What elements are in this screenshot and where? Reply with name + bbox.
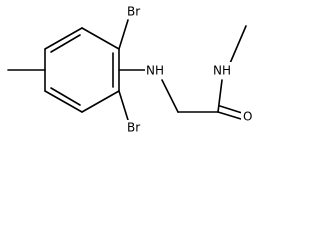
nh-methyl-bond	[227, 25, 247, 69]
amide-nh-label: NH	[213, 64, 231, 78]
label-mask-br-top	[126, 3, 148, 19]
ring-double-bond-2	[50, 87, 81, 106]
carbonyl-oxygen-label: O	[243, 110, 252, 124]
chemical-structure-diagram: Br Br NH NH O	[7, 3, 255, 136]
label-mask-nh-amine	[145, 62, 167, 78]
bromine-top-label: Br	[127, 5, 140, 19]
ring-double-bond-1	[50, 34, 81, 53]
carbonyl-double-bond-a	[217, 111, 242, 120]
ring-bond-1	[44, 27, 83, 50]
nh-ch2-bond	[161, 79, 179, 113]
bonds	[7, 19, 247, 121]
bromine-bottom-label: Br	[127, 121, 140, 135]
carbonyl-double-bond-b	[219, 105, 243, 114]
label-mask-br-bottom	[126, 120, 148, 136]
amine-nh-label: NH	[146, 64, 164, 78]
br-top-bond	[118, 19, 129, 50]
label-mask-oxygen	[241, 108, 255, 124]
ring-bond-3	[44, 90, 83, 113]
carbonyl-nh-bond	[217, 79, 223, 113]
ring-bond-4	[81, 90, 120, 113]
br-bottom-bond	[118, 90, 129, 121]
label-mask-nh-amide	[212, 62, 234, 78]
atom-labels: Br Br NH NH O	[126, 3, 255, 136]
ring-bond-6	[81, 27, 120, 50]
